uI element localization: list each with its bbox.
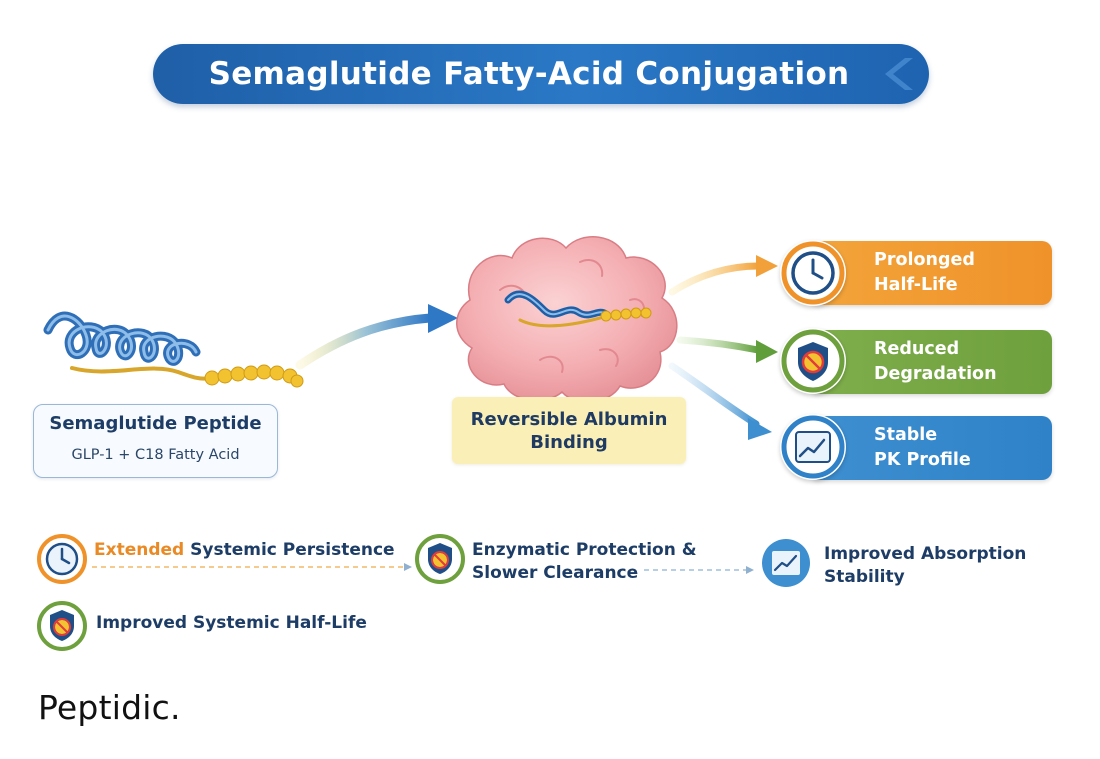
- summary-absorption: Improved Absorption Stability: [824, 543, 1026, 589]
- chevron-left-icon: [885, 58, 913, 90]
- albumin-label-box: Reversible Albumin Binding: [452, 397, 686, 464]
- summary-absorption-line1: Improved Absorption: [824, 544, 1027, 564]
- summary-persistence-highlight: Extended: [94, 540, 185, 560]
- fatty-acid-chain-left: [204, 364, 304, 388]
- fatty-acid-chain-bound: [600, 307, 652, 322]
- chart-icon: [780, 414, 846, 480]
- arrow-to-degradation: [676, 336, 778, 363]
- summary-persistence: Extended Systemic Persistence: [94, 539, 395, 562]
- outcome-degradation-line2: Degradation: [874, 364, 997, 384]
- page-title: Semaglutide Fatty-Acid Conjugation: [208, 56, 850, 92]
- chart-icon: [762, 539, 810, 587]
- outcome-half-life-line2: Half-Life: [874, 275, 958, 295]
- albumin-label-line1: Reversible Albumin: [470, 408, 668, 430]
- outcome-degradation: Reduced Degradation: [812, 330, 1052, 394]
- outcome-half-life-line1: Prolonged: [874, 250, 975, 270]
- summary-protection-line1: Enzymatic Protection &: [472, 540, 697, 560]
- peptide-label-box: Semaglutide Peptide GLP-1 + C18 Fatty Ac…: [33, 404, 278, 478]
- outcome-pk-profile: Stable PK Profile: [812, 416, 1052, 480]
- peptide-title: Semaglutide Peptide: [49, 413, 262, 434]
- summary-protection: Enzymatic Protection & Slower Clearance: [472, 539, 697, 585]
- summary-protection-line2: Slower Clearance: [472, 563, 639, 583]
- summary-halflife: Improved Systemic Half-Life: [96, 613, 367, 633]
- binding-arrow: [295, 304, 458, 370]
- arrow-to-pk-profile: [668, 362, 772, 440]
- peptide-helix-illustration: [43, 311, 212, 381]
- summary-connector-arrow-2: [746, 566, 754, 574]
- albumin-label-line2: Binding: [530, 431, 608, 453]
- arrow-to-half-life: [668, 255, 778, 296]
- clock-icon: [37, 534, 87, 584]
- outcome-half-life: Prolonged Half-Life: [812, 241, 1052, 305]
- brand-logo: Peptidic.: [38, 688, 181, 727]
- summary-absorption-line2: Stability: [824, 567, 905, 587]
- outcome-pk-profile-line1: Stable: [874, 425, 938, 445]
- summary-connector-arrow-1: [404, 563, 412, 571]
- title-banner: Semaglutide Fatty-Acid Conjugation: [153, 44, 929, 104]
- clock-icon: [780, 240, 846, 306]
- outcome-pk-profile-line2: PK Profile: [874, 450, 971, 470]
- shield-icon: [37, 601, 87, 651]
- albumin-protein-illustration: [456, 236, 678, 403]
- peptide-subtitle: GLP-1 + C18 Fatty Acid: [71, 447, 240, 463]
- outcome-degradation-line1: Reduced: [874, 339, 960, 359]
- summary-persistence-rest: Systemic Persistence: [184, 540, 395, 560]
- shield-icon: [780, 328, 846, 394]
- shield-icon: [415, 534, 465, 584]
